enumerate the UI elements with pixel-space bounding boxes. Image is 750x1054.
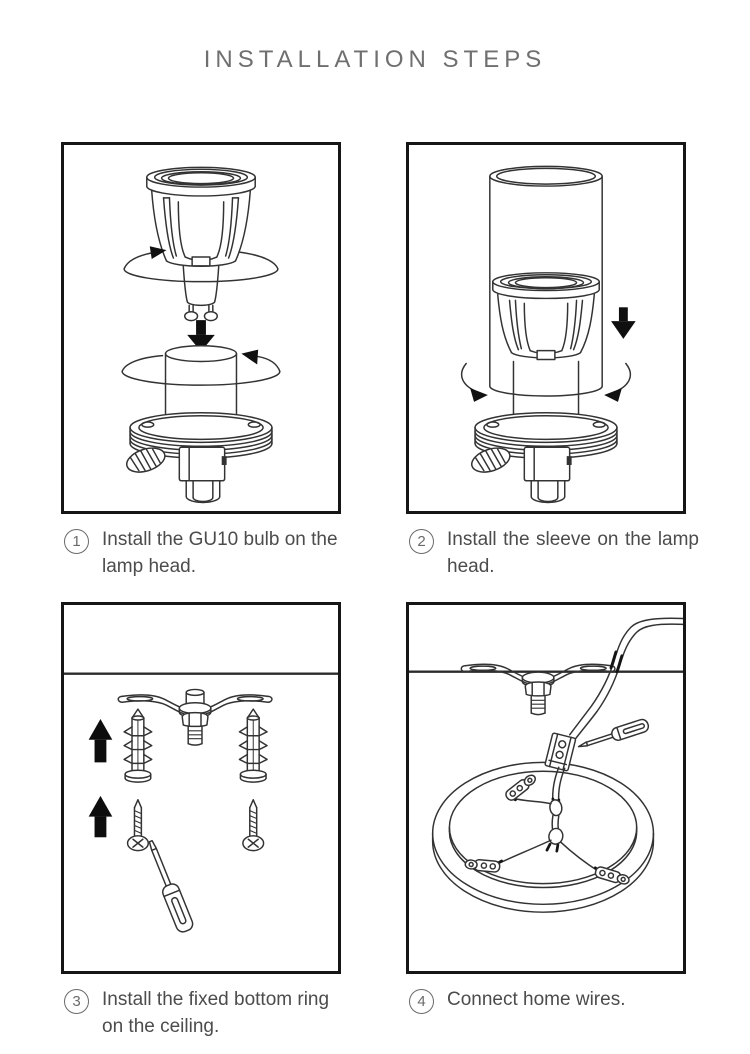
wing-nut <box>471 447 511 473</box>
up-arrow-icon <box>88 795 113 838</box>
step-1-caption: 1 Install the GU10 bulb on the lamp head… <box>64 527 354 581</box>
terminal-lug <box>505 774 536 801</box>
canopy-ring <box>431 761 655 913</box>
step-4-caption-text: Connect home wires. <box>447 989 626 1010</box>
wall-anchor <box>123 708 153 783</box>
mounting-bracket <box>460 663 616 716</box>
gu10-bulb <box>146 166 256 322</box>
step-4-number-badge: 4 <box>409 989 434 1014</box>
mounting-bracket <box>117 688 273 746</box>
rotation-arrow-icon <box>121 354 281 373</box>
screw <box>126 799 150 852</box>
wing-nut <box>126 447 166 473</box>
step-2-caption-text: Install the sleeve on the lamp head. <box>447 529 699 577</box>
step-1-caption-text: Install the GU10 bulb on the lamp head. <box>102 529 338 577</box>
step-1-diagram <box>121 166 281 504</box>
lamp-head-base <box>471 412 618 504</box>
lamp-head <box>164 345 238 429</box>
step-2-caption: 2 Install the sleeve on the lamp head. <box>409 527 699 581</box>
rotation-arrow-icon <box>460 362 632 402</box>
rotation-arrow-icon <box>121 349 281 386</box>
terminal-lug <box>464 859 501 873</box>
screwdriver <box>148 839 194 933</box>
step-1-number-badge: 1 <box>64 529 89 554</box>
step-1-panel <box>61 142 341 514</box>
step-3-caption: 3 Install the fixed bottom ring on the c… <box>64 987 354 1041</box>
step-2-diagram <box>460 165 636 504</box>
page-title: INSTALLATION STEPS <box>203 46 547 73</box>
wire-connector <box>544 732 577 772</box>
down-arrow-icon <box>611 307 636 339</box>
rotation-arrow-icon <box>123 251 279 270</box>
step-2-panel <box>406 142 686 514</box>
wall-anchor <box>238 708 268 783</box>
screw <box>242 799 265 852</box>
step-4-diagram <box>409 617 683 913</box>
screwdriver <box>577 718 650 748</box>
step-3-number-badge: 3 <box>64 989 89 1014</box>
step-4-panel <box>406 602 686 974</box>
lamp-wires <box>493 766 604 875</box>
rotation-arrow-icon <box>123 246 279 283</box>
step-2-number-badge: 2 <box>409 529 434 554</box>
glass-sleeve <box>489 165 603 397</box>
down-arrow-icon <box>187 320 215 352</box>
terminal-lug <box>594 866 630 885</box>
lamp-head-base <box>126 412 273 504</box>
gu10-bulb <box>492 272 600 361</box>
home-wire <box>568 617 683 740</box>
up-arrow-icon <box>88 719 113 763</box>
step-3-panel <box>61 602 341 974</box>
step-3-caption-text: Install the fixed bottom ring on the cei… <box>102 989 330 1037</box>
step-4-caption: 4 Connect home wires. <box>409 987 699 1014</box>
step-3-diagram <box>64 672 338 933</box>
